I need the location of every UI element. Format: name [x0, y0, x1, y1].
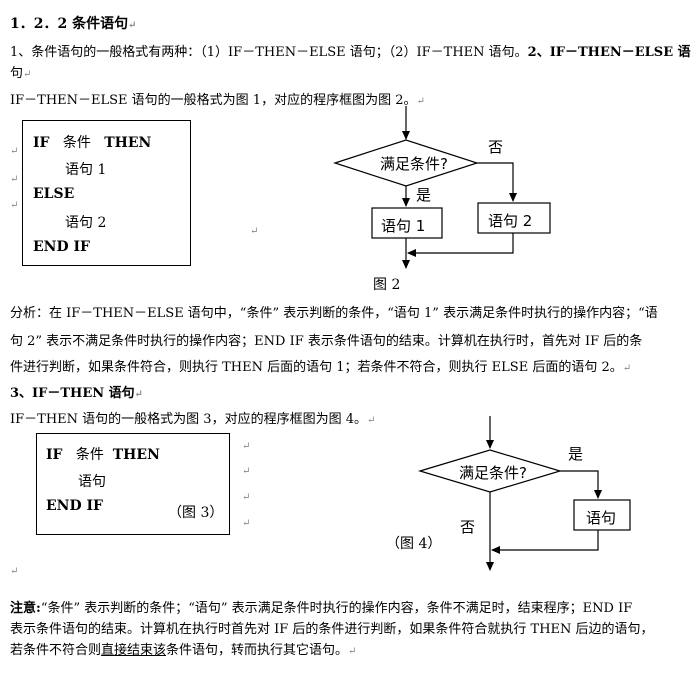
decision-label-2: 满足条件? [459, 464, 527, 482]
section-3-title: 3、IF－THEN 语句↵ [10, 386, 144, 401]
analysis-line-2: 句 2” 表示不满足条件时执行的操作内容；END IF 表示条件语句的结束。计算… [10, 334, 643, 349]
stmt1-label: 语句 1 [381, 217, 426, 235]
intro-line-1: 1、条件语句的一般格式有两种：（1）IF－THEN－ELSE 语句；（2）IF－… [10, 45, 691, 60]
code1-line-5: END IF [33, 239, 90, 255]
arrow-yes-2 [560, 470, 602, 499]
arrow-merge [407, 233, 514, 257]
code-box-if-then [36, 433, 230, 535]
code2-line-2: 语句 [78, 474, 106, 490]
code1-line-1: IF 条件 THEN [33, 135, 152, 151]
intro-line-1-cont: 句↵ [10, 66, 32, 81]
arrow-no [477, 162, 517, 202]
code1-line-3: ELSE [33, 186, 75, 202]
yes-label-2: 是 [568, 445, 584, 463]
stmt2-label: 语句 2 [488, 212, 533, 230]
code1-line-4: 语句 2 [65, 215, 107, 231]
note-line-3: 若条件不符合则直接结束该条件语句，转而执行其它语句。↵ [10, 643, 357, 658]
code2-line-3: END IF [46, 498, 103, 514]
code1-line-2: 语句 1 [65, 162, 107, 178]
no-label-1: 否 [488, 138, 504, 156]
analysis-line-3: 件进行判断，如果条件符合，则执行 THEN 后面的语句 1；若条件不符合，则执行… [10, 360, 632, 375]
para-mark: ↵ [242, 441, 251, 452]
note-line-1: 注意:“条件” 表示判断的条件；“语句” 表示满足条件时执行的操作内容，条件不满… [10, 601, 633, 616]
section-heading: 1．2．2 条件语句↵ [10, 16, 137, 32]
para-mark: ↵ [242, 466, 251, 477]
figure-4-caption: （图 4） [386, 536, 442, 552]
para-mark: ↵ [10, 566, 19, 577]
figure-3-caption: （图 3） [168, 505, 224, 521]
stmt-label-2: 语句 [586, 509, 617, 527]
decision-label-1: 满足条件? [380, 155, 448, 173]
para-mark: ↵ [10, 174, 19, 185]
code-box-if-then-else [22, 120, 191, 266]
para-mark: ↵ [242, 518, 251, 529]
stmt1-box [371, 207, 443, 239]
intro-line-2: IF－THEN－ELSE 语句的一般格式为图 1，对应的程序框图为图 2。↵ [10, 93, 425, 108]
code2-line-1: IF 条件 THEN [46, 447, 160, 463]
para-mark: ↵ [10, 200, 19, 211]
stmt2-box [477, 202, 551, 234]
para-mark: ↵ [250, 226, 259, 237]
no-label-2: 否 [460, 518, 476, 536]
para-mark: ↵ [10, 146, 19, 157]
section-3-line: IF－THEN 语句的一般格式为图 3，对应的程序框图为图 4。↵ [10, 412, 376, 427]
stmt-box-2 [573, 499, 631, 531]
yes-label-1: 是 [416, 186, 432, 204]
figure-2-caption: 图 2 [373, 277, 401, 293]
para-mark: ↵ [242, 492, 251, 503]
note-line-2: 表示条件语句的结束。计算机在执行时首先对 IF 后的条件进行判断，如果条件符合就… [10, 622, 654, 637]
analysis-line-1: 分析：在 IF－THEN－ELSE 语句中，“条件” 表示判断的条件，“语句 1… [10, 306, 658, 321]
arrow-merge-2 [491, 530, 599, 554]
